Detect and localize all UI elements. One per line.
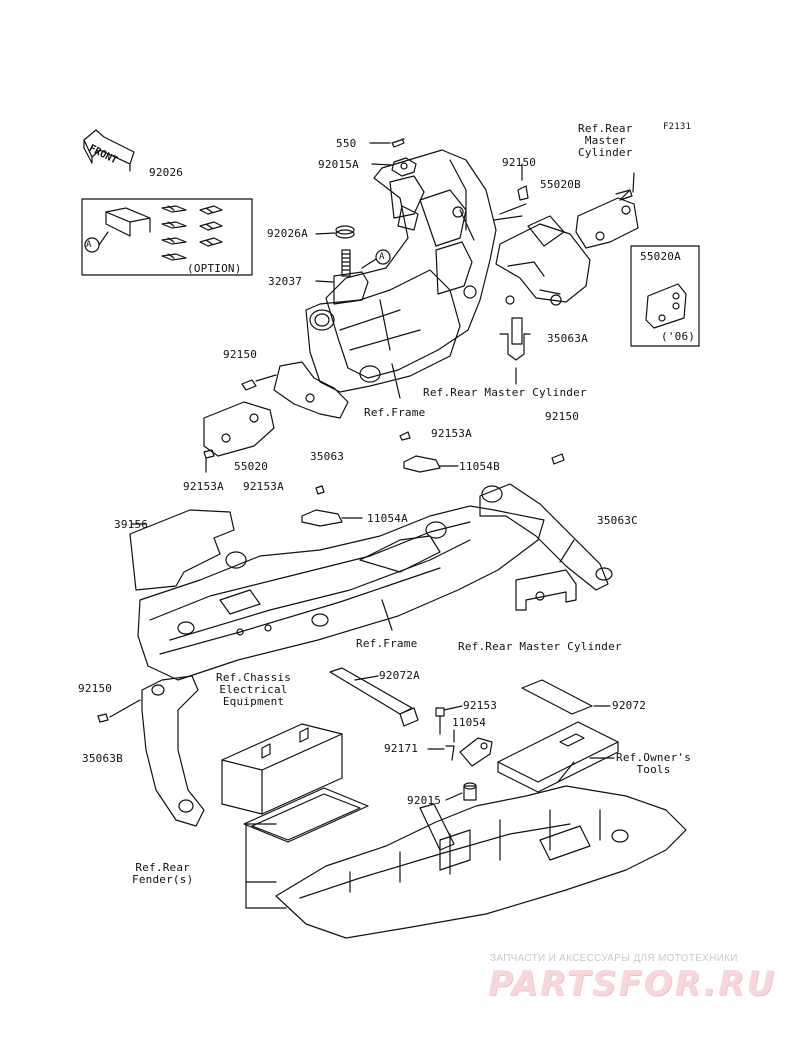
callout-550[interactable]: 550 <box>336 137 357 150</box>
callout-92072[interactable]: 92072 <box>612 699 647 712</box>
bracket-35063b <box>97 675 205 827</box>
callout-55020a[interactable]: 55020A <box>640 250 681 263</box>
callout-option: (OPTION) <box>187 262 242 275</box>
callout-35063a[interactable]: 35063A <box>547 332 588 345</box>
callout-06: ('06) <box>661 330 696 343</box>
ref-rear-master-cylinder-low: Ref.Rear Master Cylinder <box>458 640 622 653</box>
callout-35063[interactable]: 35063 <box>310 450 345 463</box>
callout-92026[interactable]: 92026 <box>149 166 184 179</box>
callout-92150-top[interactable]: 92150 <box>502 156 537 169</box>
ref-rear-master-cylinder-mid: Ref.Rear Master Cylinder <box>423 386 587 399</box>
rear-brake-pedal-bracket <box>493 163 639 385</box>
pad-39156 <box>129 509 235 591</box>
rear-subframe <box>137 505 545 681</box>
callout-92150-right[interactable]: 92150 <box>545 410 580 423</box>
callout-39156[interactable]: 39156 <box>114 518 149 531</box>
bracket-35063c <box>479 483 613 611</box>
ref-rear-fender: Ref.Rear Fender(s) <box>132 861 194 886</box>
callout-92153a-1[interactable]: 92153A <box>431 427 472 440</box>
bracket-55020a-box <box>630 245 700 347</box>
ref-owners-tools: Ref.Owner's Tools <box>616 751 692 776</box>
owners-tools-bag <box>497 721 619 793</box>
ref-frame-upper: Ref.Frame <box>364 406 426 419</box>
callout-92153a-2[interactable]: 92153A <box>183 480 224 493</box>
watermark-caption: ЗАПЧАСТИ И АКСЕССУАРЫ ДЛЯ МОТОТЕХНИКИ <box>490 953 738 964</box>
callout-92153a-3[interactable]: 92153A <box>243 480 284 493</box>
callout-a-right: A <box>379 252 385 262</box>
option-clip-set <box>81 198 253 276</box>
battery-icon <box>221 723 343 815</box>
callout-32037[interactable]: 32037 <box>268 275 303 288</box>
callout-92072a[interactable]: 92072A <box>379 669 420 682</box>
callout-a-left: A <box>86 240 92 250</box>
clip-shim-icon <box>105 207 151 237</box>
callout-11054a[interactable]: 11054A <box>367 512 408 525</box>
left-bracket <box>203 361 349 473</box>
ref-rear-master-cylinder-top: Ref.Rear Master Cylinder <box>578 122 633 159</box>
callout-11054[interactable]: 11054 <box>452 716 487 729</box>
callout-35063c[interactable]: 35063C <box>597 514 638 527</box>
callout-92150-lower-left[interactable]: 92150 <box>78 682 113 695</box>
callout-11054b[interactable]: 11054B <box>459 460 500 473</box>
rear-fender <box>275 785 687 939</box>
callout-92171[interactable]: 92171 <box>384 742 419 755</box>
ref-frame-lower: Ref.Frame <box>356 637 418 650</box>
callout-35063b[interactable]: 35063B <box>82 752 123 765</box>
upper-frame <box>305 149 497 393</box>
watermark-logo: PARTSFOR.RU <box>488 964 777 1004</box>
figure-code: F2131 <box>663 122 692 132</box>
callout-92015[interactable]: 92015 <box>407 794 442 807</box>
front-arrow-icon <box>83 129 135 172</box>
ref-chassis-electrical: Ref.Chassis Electrical Equipment <box>216 671 292 708</box>
callout-92015a[interactable]: 92015A <box>318 158 359 171</box>
callout-92153[interactable]: 92153 <box>463 699 498 712</box>
shim-plates <box>161 205 223 261</box>
callout-92026a[interactable]: 92026A <box>267 227 308 240</box>
callout-55020b[interactable]: 55020B <box>540 178 581 191</box>
callout-92150-left[interactable]: 92150 <box>223 348 258 361</box>
callout-55020[interactable]: 55020 <box>234 460 269 473</box>
